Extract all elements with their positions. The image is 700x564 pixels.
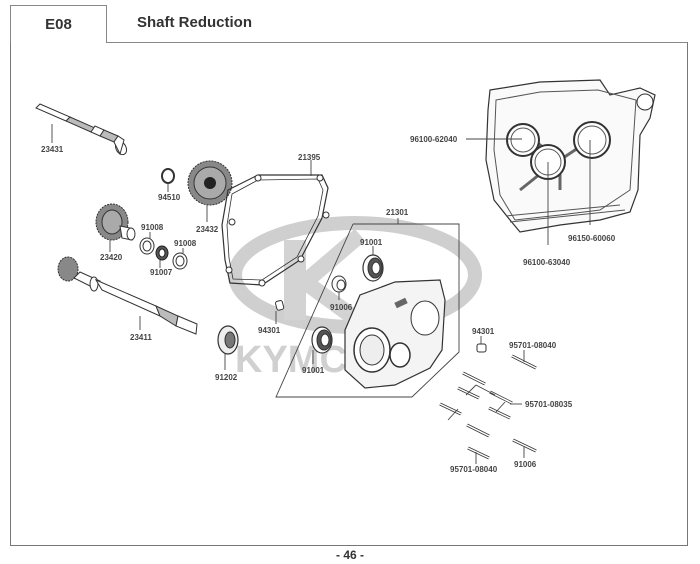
part-23432-gear-icon[interactable] — [187, 160, 233, 222]
label-96150-60060[interactable]: 96150-60060 — [568, 234, 616, 243]
label-95701-08040-b[interactable]: 95701-08040 — [450, 465, 498, 474]
label-91006-a[interactable]: 91006 — [330, 303, 353, 312]
part-23411-final-shaft-icon[interactable] — [57, 256, 198, 335]
label-94510[interactable]: 94510 — [158, 193, 181, 202]
label-94301-b[interactable]: 94301 — [472, 327, 495, 336]
page-title: Shaft Reduction — [137, 14, 252, 31]
part-91006-needle-bearing-icon[interactable] — [331, 275, 347, 300]
part-94510-circlip-icon[interactable] — [161, 168, 175, 192]
part-21301-cover-assembly-icon[interactable] — [275, 218, 460, 398]
bolt-group-icon[interactable] — [439, 350, 537, 464]
label-91008-b[interactable]: 91008 — [174, 239, 197, 248]
diagram-frame — [10, 42, 688, 546]
label-95701-08040-a[interactable]: 95701-08040 — [509, 341, 557, 350]
part-91001-bearing-icon[interactable] — [311, 326, 333, 364]
part-94301-dowel-pin-icon[interactable] — [476, 336, 487, 353]
label-95701-08035[interactable]: 95701-08035 — [525, 400, 573, 409]
part-96100-62040-bearing-icon[interactable] — [466, 123, 540, 157]
label-91001-b[interactable]: 91001 — [302, 366, 325, 375]
label-96100-62040[interactable]: 96100-62040 — [410, 135, 458, 144]
label-91006-b[interactable]: 91006 — [514, 460, 537, 469]
part-23431-drive-shaft-icon[interactable] — [35, 103, 129, 157]
part-91008-washer-icon[interactable] — [172, 248, 188, 270]
part-96150-60060-bearing-icon[interactable] — [573, 121, 611, 225]
label-23431[interactable]: 23431 — [41, 145, 64, 154]
part-91001-bearing-icon[interactable] — [362, 246, 384, 282]
label-23411[interactable]: 23411 — [130, 333, 152, 342]
label-23432[interactable]: 23432 — [196, 225, 219, 234]
part-21395-gasket-icon[interactable] — [221, 160, 330, 287]
crankcase-illustration — [485, 79, 656, 233]
page-number: - 46 - — [335, 548, 364, 562]
label-23420[interactable]: 23420 — [100, 253, 123, 262]
label-91008-a[interactable]: 91008 — [141, 223, 164, 232]
part-91008-washer-icon[interactable] — [139, 232, 155, 255]
label-21301[interactable]: 21301 — [386, 208, 409, 217]
part-91007-bearing-icon[interactable] — [155, 245, 169, 268]
part-96100-63040-bearing-icon[interactable] — [530, 144, 566, 245]
section-code: E08 — [10, 5, 107, 43]
label-94301-a[interactable]: 94301 — [258, 326, 281, 335]
label-21395[interactable]: 21395 — [298, 153, 321, 162]
label-91001-a[interactable]: 91001 — [360, 238, 383, 247]
label-91202[interactable]: 91202 — [215, 373, 238, 382]
part-23420-gear-icon[interactable] — [95, 203, 136, 252]
label-91007[interactable]: 91007 — [150, 268, 173, 277]
part-94301-dowel-pin-icon[interactable] — [275, 300, 285, 324]
part-91202-oil-seal-icon[interactable] — [217, 325, 239, 370]
label-96100-63040[interactable]: 96100-63040 — [523, 258, 571, 267]
